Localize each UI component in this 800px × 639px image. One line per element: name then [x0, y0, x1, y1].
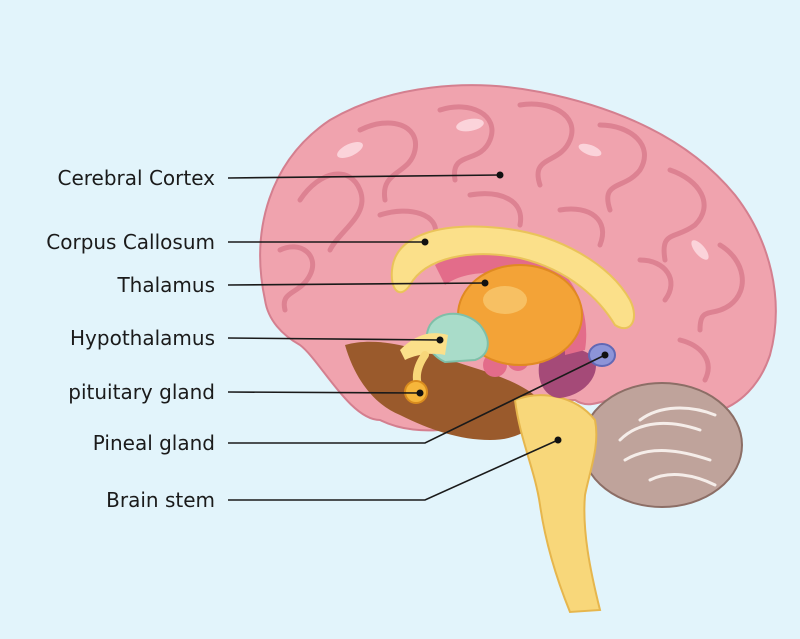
label-pineal-gland: Pineal gland: [93, 431, 215, 455]
label-corpus-callosum: Corpus Callosum: [46, 230, 215, 254]
label-hypothalamus: Hypothalamus: [70, 326, 215, 350]
pituitary-gland-shape: [404, 380, 428, 404]
leader-lines: [227, 171, 609, 501]
label-pituitary-gland: pituitary gland: [68, 380, 215, 404]
thalamus-highlight: [483, 286, 527, 314]
leader-brain-stem: [228, 439, 559, 501]
leader-thalamus: [227, 282, 486, 286]
label-thalamus: Thalamus: [116, 273, 215, 297]
leader-hypothalamus: [227, 337, 441, 341]
leader-pituitary-gland: [227, 391, 421, 394]
corpus-callosum-shape: [390, 225, 635, 330]
inner-base-shape: [345, 341, 541, 440]
leader-pineal-gland: [228, 354, 606, 444]
cerebellum-shape: [581, 382, 743, 508]
brain-stem-shape: [513, 394, 602, 614]
label-brain-stem: Brain stem: [106, 488, 215, 512]
label-cerebral-cortex: Cerebral Cortex: [58, 166, 216, 190]
leader-cerebral-cortex: [227, 174, 501, 179]
